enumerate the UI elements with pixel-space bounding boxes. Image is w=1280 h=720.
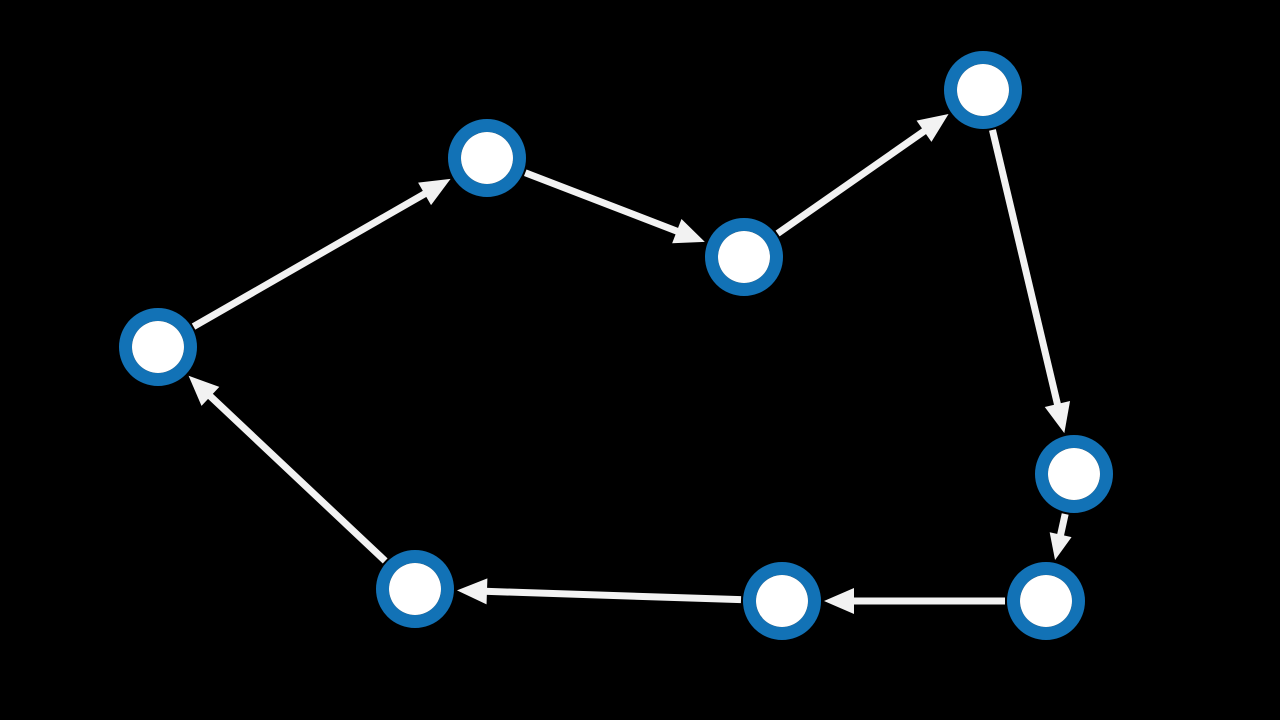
edge-arrowhead-icon <box>188 375 220 406</box>
graph-edge <box>456 578 742 605</box>
node-ring <box>1007 562 1085 640</box>
node-ring <box>1035 435 1113 513</box>
edge-arrowhead-icon <box>456 578 488 605</box>
graph-node[interactable] <box>705 218 783 296</box>
node-ring <box>448 119 526 197</box>
edge-arrowhead-icon <box>916 114 949 142</box>
graph-edge <box>188 375 388 564</box>
edge-line <box>191 189 429 330</box>
graph-edge <box>1049 513 1072 560</box>
node-core <box>461 132 513 184</box>
node-core <box>1048 448 1100 500</box>
edge-layer <box>188 114 1072 614</box>
node-core <box>389 563 441 615</box>
graph-node[interactable] <box>743 562 821 640</box>
graph-edge <box>775 114 949 237</box>
graph-edge <box>824 588 1005 614</box>
graph-edge <box>524 169 705 244</box>
edge-arrowhead-icon <box>824 588 854 614</box>
graph-node[interactable] <box>1007 562 1085 640</box>
node-ring <box>743 562 821 640</box>
node-ring <box>944 51 1022 129</box>
edge-arrowhead-icon <box>418 178 451 206</box>
graph-edge <box>989 129 1071 434</box>
graph-node[interactable] <box>448 119 526 197</box>
node-ring <box>376 550 454 628</box>
node-layer <box>119 51 1113 640</box>
node-core <box>132 321 184 373</box>
edge-arrowhead-icon <box>672 218 705 244</box>
edge-line <box>989 129 1062 408</box>
graph-edge <box>191 178 451 330</box>
graph-node[interactable] <box>119 308 197 386</box>
edge-arrowhead-icon <box>1049 532 1072 560</box>
node-core <box>957 64 1009 116</box>
node-core <box>718 231 770 283</box>
edge-line <box>775 126 928 237</box>
edge-line <box>1056 513 1069 538</box>
graph-node[interactable] <box>1035 435 1113 513</box>
graph-node[interactable] <box>944 51 1022 129</box>
node-core <box>756 575 808 627</box>
edge-line <box>524 169 681 236</box>
edge-line <box>484 587 742 604</box>
node-ring <box>705 218 783 296</box>
edge-arrowhead-icon <box>1044 400 1071 434</box>
edge-line <box>206 392 388 564</box>
node-ring <box>119 308 197 386</box>
graph-node[interactable] <box>376 550 454 628</box>
node-core <box>1020 575 1072 627</box>
